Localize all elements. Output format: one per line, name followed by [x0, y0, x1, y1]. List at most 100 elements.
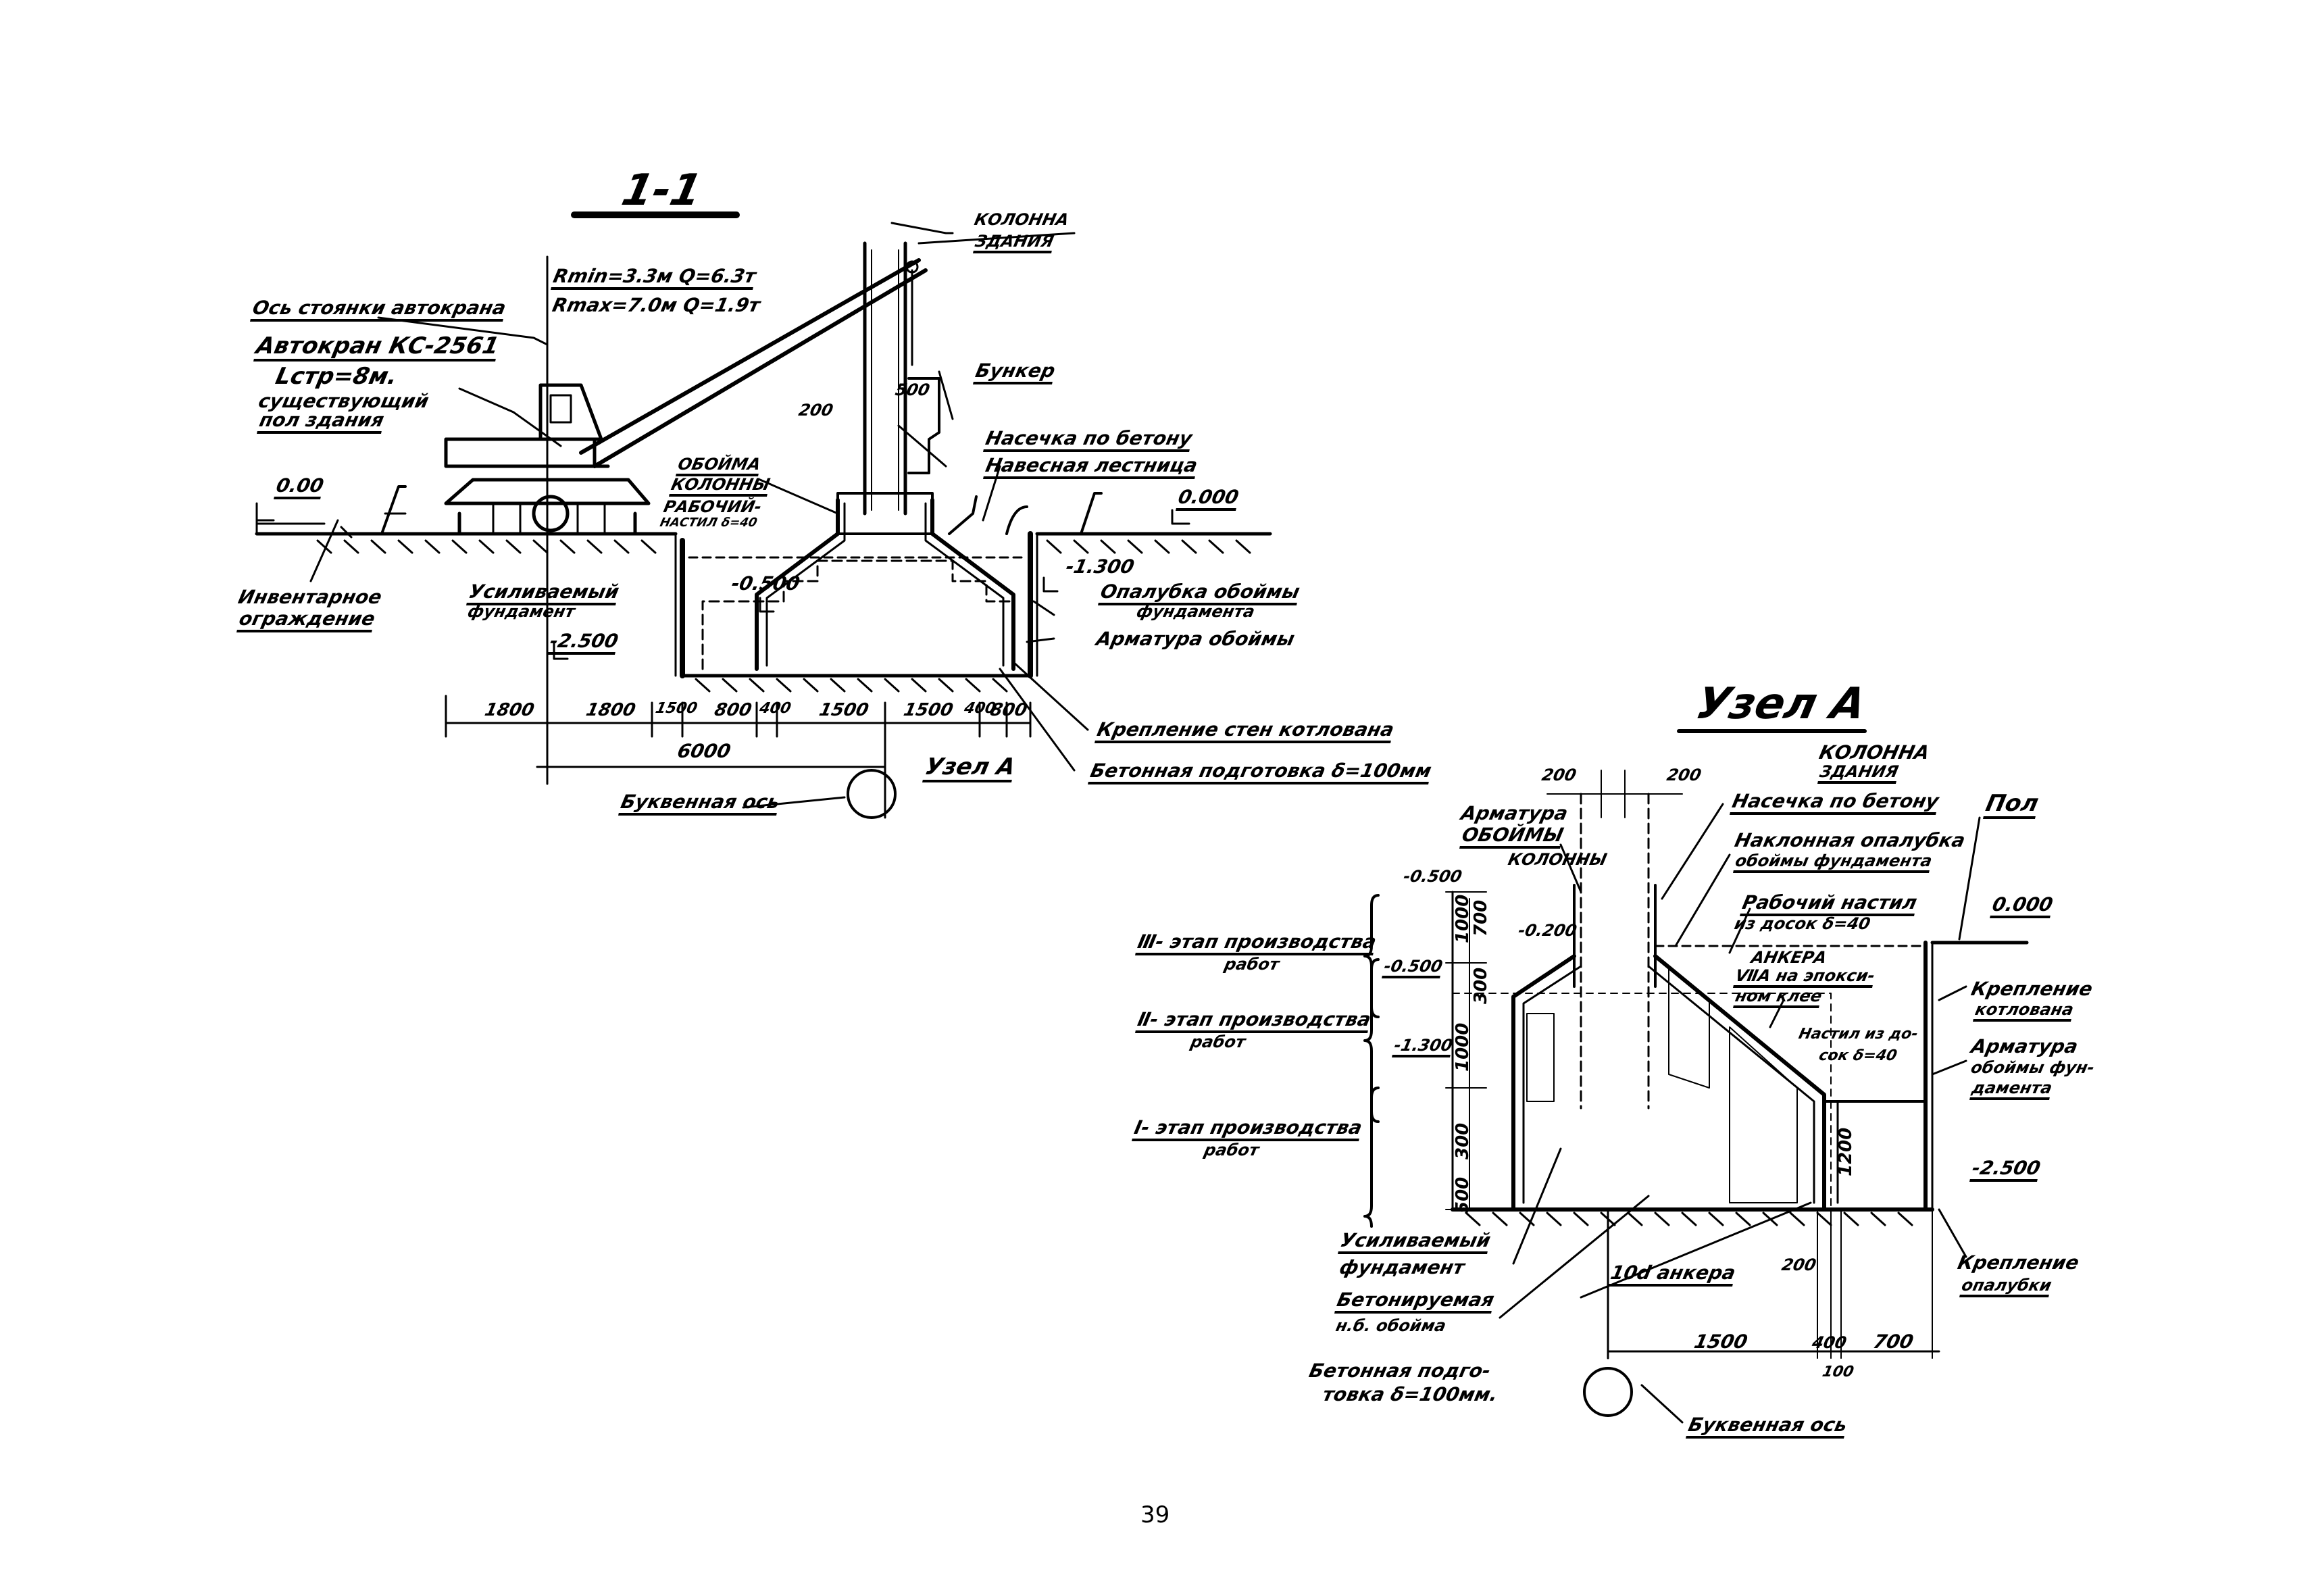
- node-level-1-300: -1.300: [1392, 1036, 1455, 1057]
- dim-1: 1800: [482, 700, 536, 720]
- label-rmax: Rmax=7.0м Q=1.9т: [550, 294, 763, 316]
- dim-3: 1500: [653, 700, 699, 717]
- dim-200: 200: [797, 401, 835, 420]
- node-level-0-200: -0.200: [1516, 921, 1579, 940]
- stage-1-sub: работ: [1202, 1141, 1261, 1159]
- node-label-conc2: н.б. обойма: [1334, 1316, 1448, 1335]
- node-label-anchor3: ном клее: [1733, 987, 1823, 1008]
- node-dim-1000b: 1000: [1453, 1022, 1473, 1072]
- label-rebar: Арматура обоймы: [1094, 628, 1297, 650]
- node-label-deck2: из досок δ=40: [1732, 914, 1872, 933]
- node-label-rebar1: Арматура: [1459, 802, 1570, 824]
- dim-9: 800: [988, 700, 1030, 720]
- node-label-prep1: Бетонная подго-: [1307, 1360, 1493, 1382]
- node-label-pit2: котлована: [1973, 1000, 2076, 1022]
- label-crane: Автокран КС-2561: [253, 332, 501, 361]
- dim-6: 1500: [817, 700, 871, 720]
- node-dim-100: 100: [1820, 1364, 1856, 1380]
- stage-3-label: Ⅲ- этап производства: [1135, 930, 1378, 955]
- node-label-rebarf2: обоймы фун-: [1969, 1058, 2096, 1077]
- node-label-formw1: Крепление: [1955, 1251, 2082, 1274]
- node-label-anchor1: АНКЕРА: [1749, 948, 1829, 967]
- node-dim-400: 400: [1810, 1333, 1848, 1352]
- node-label-rebar3: КОЛОННЫ: [1506, 850, 1609, 869]
- label-floor1: существующий: [256, 390, 431, 412]
- node-level-0-500b: -0.500: [1382, 957, 1444, 978]
- node-label-rebarf1: Арматура: [1969, 1035, 2080, 1057]
- node-label-rebar2: ОБОЙМЫ: [1459, 824, 1565, 849]
- node-label-notch: Насечка по бетону: [1730, 790, 1941, 815]
- section-title: 1-1: [617, 166, 707, 216]
- node-dim-700: 700: [1471, 899, 1491, 937]
- label-column: КОЛОННА: [972, 210, 1071, 229]
- label-notch: Насечка по бетону: [983, 427, 1194, 452]
- label-crane-axis: Ось стоянки автокрана: [250, 297, 508, 322]
- node-label-pit1: Крепление: [1969, 978, 2095, 1000]
- page-number: 39: [1140, 1501, 1170, 1528]
- dim-5: 400: [757, 700, 793, 717]
- node-dim-1000: 1000: [1453, 894, 1473, 943]
- dim-6000: 6000: [675, 740, 733, 762]
- node-dim-500: 500: [1453, 1176, 1473, 1214]
- label-cage2: КОЛОННЫ: [669, 475, 772, 497]
- label-formwork2: фундамента: [1134, 602, 1257, 621]
- node-level-0-500: -0.500: [1401, 867, 1464, 886]
- node-label-deck1: Рабочий настил: [1740, 891, 1919, 916]
- stage-2-sub: работ: [1188, 1032, 1248, 1051]
- level-2-500: -2.500: [547, 630, 620, 655]
- label-node-ref: Узел А: [922, 753, 1017, 782]
- node-label-letter-axis: Буквенная ось: [1686, 1414, 1849, 1439]
- label-column2: ЗДАНИЯ: [973, 232, 1055, 253]
- label-letter-axis: Буквенная ось: [618, 791, 782, 816]
- level-0-00: 0.00: [274, 474, 326, 499]
- dim-4: 800: [712, 700, 754, 720]
- stage-1-label: Ⅰ- этап производства: [1132, 1116, 1364, 1141]
- label-ladder: Навесная лестница: [983, 454, 1199, 479]
- node-dim-200b: 200: [1665, 766, 1703, 784]
- stage-2-label: Ⅱ- этап производства: [1135, 1008, 1373, 1033]
- node-dim-200a: 200: [1540, 766, 1578, 784]
- stage-3-sub: работ: [1222, 955, 1282, 974]
- node-label-rebarf3: дамента: [1969, 1078, 2054, 1100]
- level-1-300: -1.300: [1063, 555, 1136, 578]
- label-cage1: ОБОЙМА: [676, 455, 762, 476]
- node-dim-1200: 1200: [1836, 1127, 1856, 1176]
- level-0-500: -0.500: [729, 572, 802, 595]
- node-title: Узел А: [1691, 679, 1871, 729]
- node-dim-700b: 700: [1871, 1330, 1916, 1353]
- node-a-drawing: [1363, 729, 2029, 1424]
- node-label-conc1: Бетонируемая: [1334, 1289, 1496, 1314]
- section-1-1-drawing: [255, 211, 1272, 819]
- level-0-000: 0.000: [1176, 486, 1240, 511]
- label-floor2: пол здания: [257, 409, 386, 434]
- dim-7: 1500: [901, 700, 955, 720]
- label-fence2: ограждение: [236, 607, 377, 632]
- label-rmin: Rmin=3.3м Q=6.3т: [551, 265, 758, 290]
- label-fence1: Инвентарное: [236, 586, 384, 608]
- dim-500: 500: [893, 380, 932, 399]
- node-label-column: КОЛОННА: [1817, 741, 1932, 764]
- node-label-sloped1: Наклонная опалубка: [1732, 829, 1967, 851]
- label-deck1: РАБОЧИЙ-: [661, 497, 763, 516]
- node-label-anchor10: 10d анкера: [1608, 1262, 1738, 1287]
- node-label-deck3: Настил из до-: [1796, 1026, 1920, 1043]
- node-label-strong2: фундамент: [1337, 1256, 1467, 1278]
- node-dim-300: 300: [1471, 967, 1491, 1004]
- node-dim-300b: 300: [1453, 1122, 1473, 1159]
- node-dim-200c: 200: [1780, 1255, 1818, 1274]
- node-label-deck4: сок δ=40: [1817, 1047, 1899, 1064]
- label-concrete: Бетонная подготовка δ=100мм: [1088, 759, 1434, 784]
- node-level-2-500: -2.500: [1969, 1157, 2042, 1182]
- node-label-sloped2: обоймы фундамента: [1733, 851, 1934, 873]
- node-label-prep2: товка δ=100мм.: [1320, 1383, 1500, 1405]
- label-strong2: фундамент: [466, 602, 577, 621]
- node-label-anchor2: ⅦА на эпокси-: [1733, 966, 1877, 988]
- node-level-0-000: 0.000: [1990, 893, 2055, 918]
- node-label-formw2: опалубки: [1959, 1276, 2053, 1297]
- label-deck2: НАСТИЛ δ=40: [658, 516, 759, 530]
- dim-2: 1800: [584, 700, 638, 720]
- label-walls: Крепление стен котлована: [1095, 718, 1396, 743]
- node-label-floor: Пол: [1983, 790, 2041, 819]
- label-boom: Lстр=8м.: [273, 363, 400, 390]
